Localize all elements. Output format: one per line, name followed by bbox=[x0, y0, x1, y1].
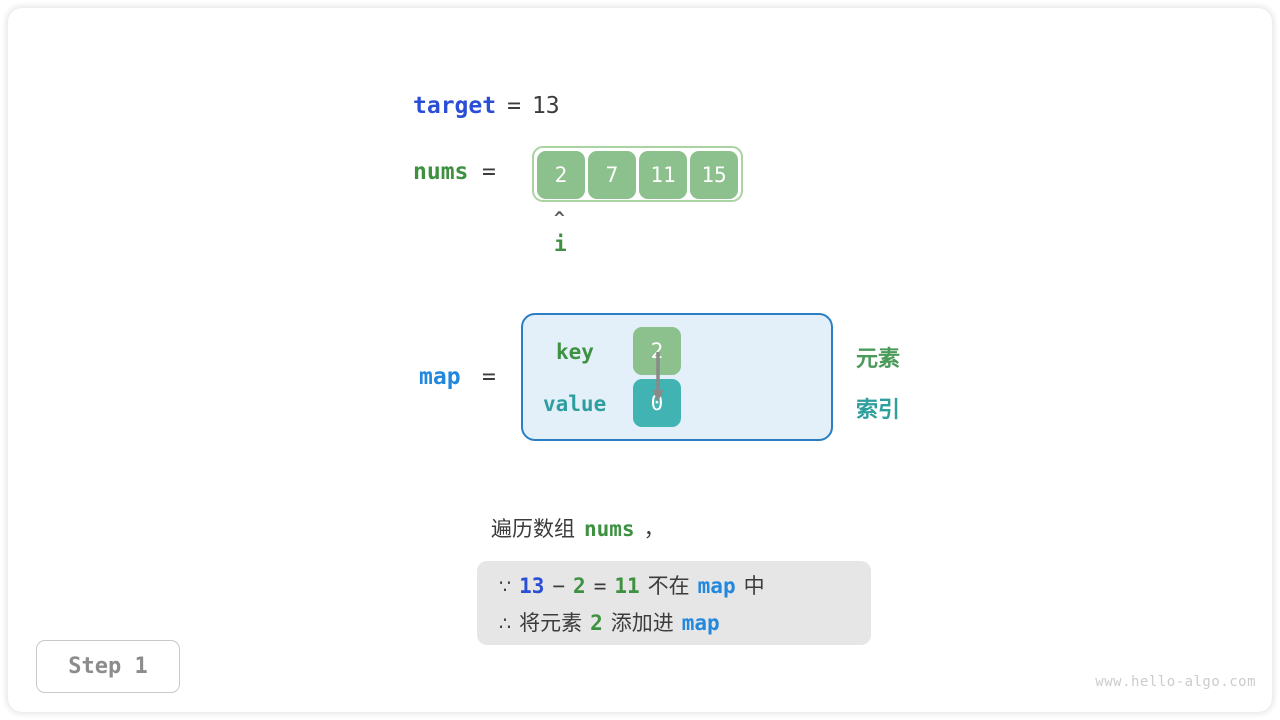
reason-equals-sign: = bbox=[593, 573, 607, 598]
caption-variable-nums: nums bbox=[584, 517, 635, 541]
map-equals-sign: = bbox=[482, 364, 496, 390]
reasoning-box: ∵ 13 − 2 = 11 不在 map 中 ∴ 将元素 2 添加进 map bbox=[477, 561, 871, 645]
reason-container-map: map bbox=[697, 573, 736, 598]
caption-suffix-text: ， bbox=[643, 517, 665, 541]
reason-added-value: 2 bbox=[590, 610, 603, 635]
target-equals-sign: = bbox=[507, 93, 521, 119]
therefore-symbol-icon: ∴ bbox=[499, 612, 512, 635]
target-variable-name: target bbox=[413, 93, 497, 119]
array-cell: 7 bbox=[588, 151, 636, 199]
index-pointer-label: i bbox=[554, 232, 567, 256]
caption-prefix-text: 遍历数组 bbox=[491, 517, 575, 541]
watermark: www.hello-algo.com bbox=[1095, 674, 1256, 690]
map-variable-name: map bbox=[419, 364, 461, 390]
map-key-cell: 2 bbox=[633, 327, 681, 375]
target-value: 13 bbox=[531, 93, 560, 119]
map-element-side-label: 元素 bbox=[856, 347, 901, 372]
reason-complement-value: 11 bbox=[614, 573, 640, 598]
index-pointer-caret-icon: ^ bbox=[554, 208, 565, 229]
array-cell: 2 bbox=[537, 151, 585, 199]
array-cell: 11 bbox=[639, 151, 687, 199]
caption-line: 遍历数组 nums ， bbox=[491, 513, 665, 543]
map-value-cell: 0 bbox=[633, 379, 681, 427]
because-symbol-icon: ∵ bbox=[499, 575, 512, 598]
step-badge: Step 1 bbox=[36, 640, 180, 693]
reason-tail-text: 中 bbox=[743, 573, 765, 598]
reasoning-line-because: ∵ 13 − 2 = 11 不在 map 中 bbox=[499, 570, 849, 600]
nums-array: 2 7 11 15 bbox=[532, 146, 743, 202]
nums-variable-name: nums bbox=[413, 159, 469, 185]
target-assignment: target = 13 bbox=[413, 93, 560, 119]
reason-target-container-map: map bbox=[681, 610, 720, 635]
nums-equals-sign: = bbox=[482, 159, 496, 185]
reason-operand-target: 13 bbox=[519, 573, 545, 598]
map-key-row-label: key bbox=[556, 340, 594, 364]
reason-operand-current: 2 bbox=[573, 573, 586, 598]
reason-action-text: 添加进 bbox=[610, 610, 674, 635]
reasoning-line-therefore: ∴ 将元素 2 添加进 map bbox=[499, 607, 849, 637]
map-index-side-label: 索引 bbox=[856, 398, 901, 423]
reason-not-in-text: 不在 bbox=[647, 573, 690, 598]
reason-add-element-text: 将元素 bbox=[519, 610, 583, 635]
array-cell: 15 bbox=[690, 151, 738, 199]
map-value-row-label: value bbox=[543, 392, 607, 416]
reason-minus-sign: − bbox=[552, 573, 566, 598]
